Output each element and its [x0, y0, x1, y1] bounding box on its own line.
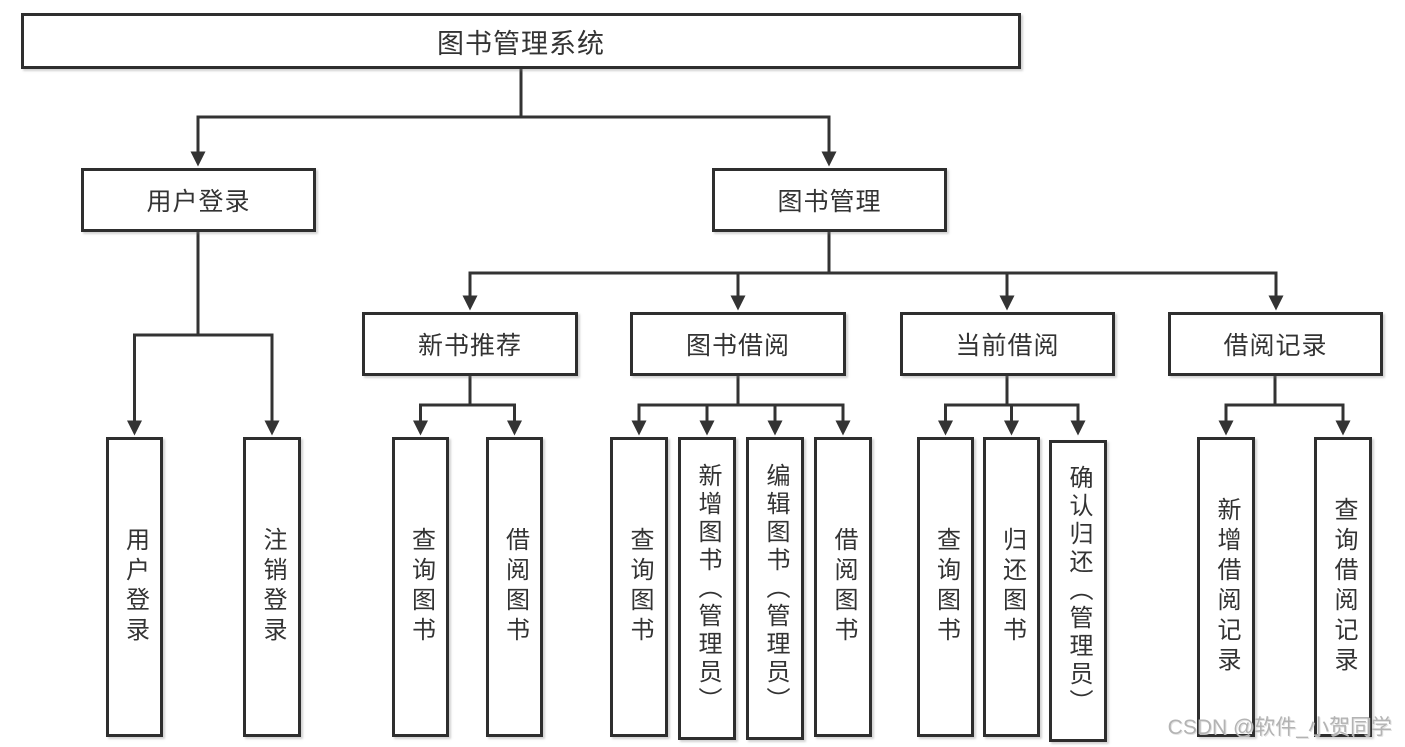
node-borrow-records-label: 借阅记录: [1223, 332, 1328, 360]
leaf-edit-book-admin-label: 编辑图书（管理员）: [762, 462, 789, 715]
leaf-return-book-label: 归还图书: [998, 527, 1026, 647]
leaf-borrow-book-1: 借阅图书: [486, 437, 543, 737]
connector-book-borrow-branch: [631, 374, 851, 436]
node-root-system: 图书管理系统: [21, 13, 1021, 69]
leaf-add-borrow-record: 新增借阅记录: [1197, 437, 1255, 737]
node-user-login: 用户登录: [81, 168, 316, 232]
node-book-borrow-label: 图书借阅: [685, 332, 790, 360]
leaf-logout: 注销登录: [243, 437, 301, 737]
leaf-return-book: 归还图书: [983, 437, 1040, 737]
leaf-query-book-3: 查询图书: [917, 437, 974, 737]
leaf-confirm-return-admin-label: 确认归还（管理员）: [1065, 465, 1092, 717]
leaf-user-login: 用户登录: [106, 437, 163, 737]
leaf-borrow-book-2-label: 借阅图书: [830, 527, 857, 647]
connector-book-management-branch: [462, 230, 1284, 311]
node-user-login-label: 用户登录: [146, 188, 251, 216]
leaf-logout-label: 注销登录: [259, 527, 286, 647]
connector-borrow-records-branch: [1218, 374, 1351, 436]
node-root-label: 图书管理系统: [437, 28, 605, 59]
node-new-book-recommend: 新书推荐: [362, 312, 578, 376]
leaf-edit-book-admin: 编辑图书（管理员）: [746, 437, 804, 740]
csdn-watermark: CSDN @软件_小贺同学: [1167, 716, 1392, 739]
leaf-query-borrow-record: 查询借阅记录: [1314, 437, 1372, 737]
leaf-query-book-1: 查询图书: [392, 437, 449, 737]
leaf-user-login-label: 用户登录: [121, 527, 149, 647]
node-current-borrow: 当前借阅: [900, 312, 1115, 376]
leaf-query-book-2-label: 查询图书: [626, 527, 653, 647]
node-current-borrow-label: 当前借阅: [955, 332, 1060, 360]
connector-current-borrow-branch: [938, 374, 1086, 436]
leaf-confirm-return-admin: 确认归还（管理员）: [1049, 440, 1107, 742]
leaf-add-borrow-record-label: 新增借阅记录: [1213, 497, 1240, 677]
node-book-management-label: 图书管理: [777, 188, 882, 216]
leaf-borrow-book-1-label: 借阅图书: [501, 527, 529, 647]
node-new-book-recommend-label: 新书推荐: [417, 332, 522, 360]
connector-root-to-level2: [190, 66, 837, 167]
node-borrow-records: 借阅记录: [1168, 312, 1383, 376]
node-book-borrow: 图书借阅: [630, 312, 846, 376]
leaf-query-book-1-label: 查询图书: [407, 527, 435, 647]
connector-user-login-branch: [127, 230, 280, 436]
leaf-query-borrow-record-label: 查询借阅记录: [1330, 497, 1357, 677]
leaf-borrow-book-2: 借阅图书: [814, 437, 872, 737]
leaf-query-book-3-label: 查询图书: [932, 527, 960, 647]
connector-new-book-branch: [413, 374, 522, 436]
leaf-query-book-2: 查询图书: [610, 437, 668, 737]
leaf-add-book-admin-label: 新增图书（管理员）: [694, 462, 721, 715]
leaf-add-book-admin: 新增图书（管理员）: [678, 437, 736, 740]
node-book-management: 图书管理: [712, 168, 947, 232]
